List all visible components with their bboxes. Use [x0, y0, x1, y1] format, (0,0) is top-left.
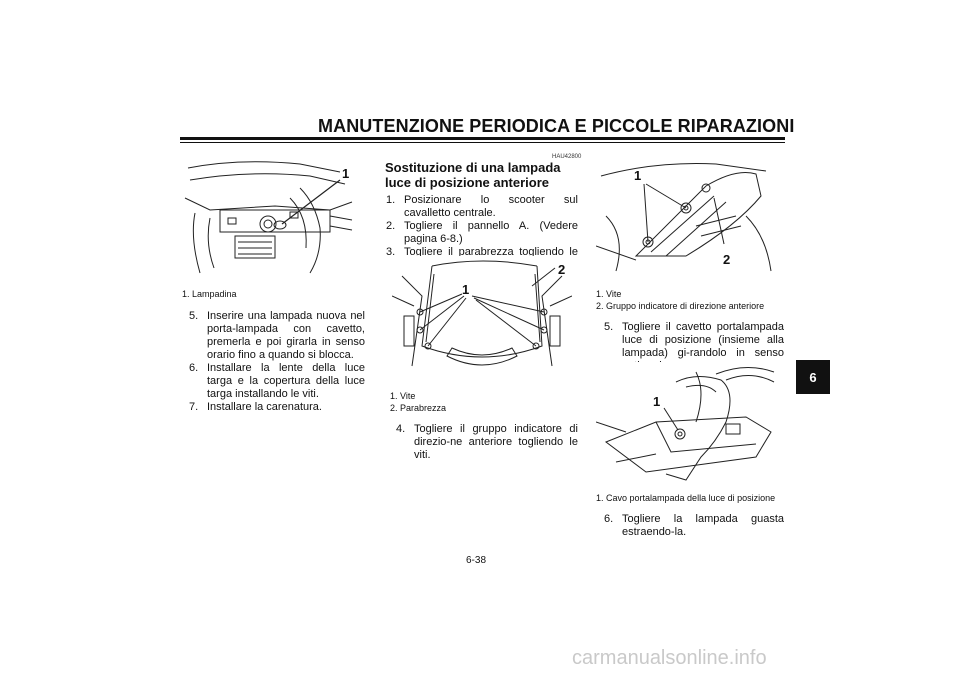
- figure-callout-1: 1: [634, 168, 642, 183]
- middle-steps-top: 1. Posizionare lo scooter sul cavalletto…: [386, 194, 578, 272]
- figure-bulb-socket-cable: 1: [596, 362, 778, 486]
- header-rule-thin: [180, 142, 785, 143]
- figure-windshield-drawing: [392, 256, 572, 382]
- right-steps-mid: 5. Togliere il cavetto portalampada luce…: [604, 321, 784, 373]
- caption-cavo-portalampada: 1. Cavo portalampada della luce di posiz…: [596, 493, 776, 503]
- step-number: 7.: [189, 401, 199, 413]
- figure-callout-1: 1: [462, 282, 470, 297]
- middle-steps-bottom: 4. Togliere il gruppo indicatore di dire…: [396, 423, 578, 462]
- figure-callout-1: 1: [653, 394, 661, 409]
- chapter-tab: 6: [796, 360, 830, 394]
- figure-windshield-screws: 1 2: [392, 256, 572, 382]
- step-number: 1.: [386, 194, 396, 206]
- figure-callout-2: 2: [723, 252, 731, 267]
- step-text: Togliere il cavetto portalampada luce di…: [622, 321, 784, 372]
- caption-gruppo-indicatore: 2. Gruppo indicatore di direzione anteri…: [596, 301, 765, 311]
- step-text: Togliere la lampada guasta estraendo-la.: [622, 513, 784, 538]
- figure-callout-1: 1: [342, 166, 350, 181]
- step-text: Togliere il pannello A. (Vedere pagina 6…: [404, 220, 578, 245]
- figure-turn-signal-assembly: 1 2: [596, 156, 776, 278]
- step-number: 5.: [604, 321, 614, 333]
- caption-vite: 1. Vite: [596, 289, 622, 299]
- caption-lampadina: 1. Lampadina: [182, 289, 237, 299]
- watermark-text: carmanualsonline.info: [572, 647, 767, 669]
- step-number: 3.: [386, 246, 396, 258]
- step-7: 7. Installare la carenatura.: [189, 401, 365, 414]
- step-5: 5. Inserire una lampada nuova nel porta-…: [189, 310, 365, 362]
- step-text: Posizionare lo scooter sul cavalletto ce…: [404, 194, 578, 219]
- step-text: Inserire una lampada nuova nel porta-lam…: [207, 310, 365, 361]
- figure-turn-signal-drawing: [596, 156, 776, 278]
- step-1: 1. Posizionare lo scooter sul cavalletto…: [386, 194, 578, 220]
- step-4: 4. Togliere il gruppo indicatore di dire…: [396, 423, 578, 462]
- right-steps-bottom: 6. Togliere la lampada guasta estraendo-…: [604, 513, 784, 539]
- step-2: 2. Togliere il pannello A. (Vedere pagin…: [386, 220, 578, 246]
- step-6: 6. Installare la lente della luce targa …: [189, 362, 365, 401]
- header-rule-thick: [180, 137, 785, 140]
- step-number: 2.: [386, 220, 396, 232]
- page-header-title: MANUTENZIONE PERIODICA E PICCOLE RIPARAZ…: [318, 116, 795, 136]
- step-number: 4.: [396, 423, 406, 435]
- figure-license-light-drawing: [180, 158, 358, 280]
- step-6: 6. Togliere la lampada guasta estraendo-…: [604, 513, 784, 539]
- left-steps-list: 5. Inserire una lampada nuova nel porta-…: [189, 310, 365, 414]
- step-text: Installare la carenatura.: [207, 401, 322, 413]
- figure-license-light-bulb: 1: [180, 158, 358, 280]
- step-number: 6.: [189, 362, 199, 374]
- step-number: 5.: [189, 310, 199, 322]
- page-number: 6-38: [466, 555, 487, 566]
- caption-parabrezza: 2. Parabrezza: [390, 403, 447, 413]
- step-5: 5. Togliere il cavetto portalampada luce…: [604, 321, 784, 373]
- figure-callout-2: 2: [558, 262, 566, 277]
- step-number: 6.: [604, 513, 614, 525]
- figure-socket-cable-drawing: [596, 362, 778, 486]
- step-text: Installare la lente della luce targa e l…: [207, 362, 365, 400]
- section-title: Sostituzione di una lampada luce di posi…: [385, 160, 561, 190]
- step-text: Togliere il gruppo indicatore di direzio…: [414, 423, 578, 461]
- section-code: HAU42800: [552, 154, 582, 160]
- caption-vite: 1. Vite: [390, 391, 416, 401]
